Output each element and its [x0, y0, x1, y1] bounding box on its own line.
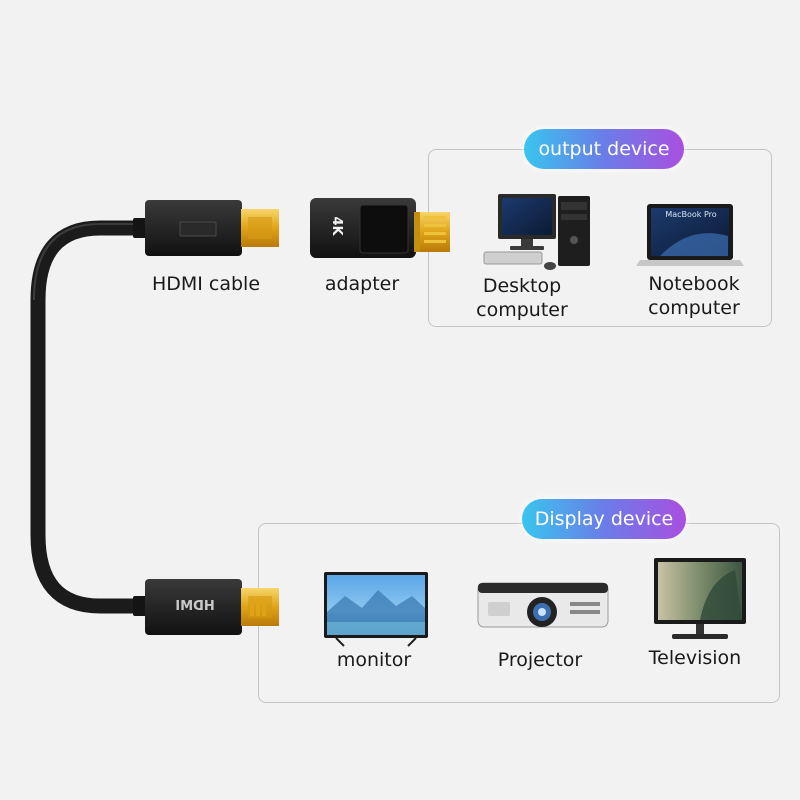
projector-icon: [478, 583, 608, 627]
adapter-label: adapter: [312, 272, 412, 296]
television-icon: [654, 558, 746, 639]
desktop-computer-icon: [484, 194, 590, 270]
laptop-screen-text: MacBook Pro: [652, 210, 730, 220]
display-device-title: Display device: [522, 499, 686, 539]
desktop-computer-label-line1: Desktop: [462, 274, 582, 298]
hdmi-cable-wire: [34, 224, 140, 606]
adapter-badge: 4K: [324, 208, 348, 244]
hdmi-plug-top-icon: [133, 200, 279, 256]
television-label: Television: [630, 646, 760, 670]
projector-label: Projector: [470, 648, 610, 672]
output-device-title: output device: [524, 129, 684, 169]
notebook-computer-label-line2: computer: [634, 296, 754, 320]
monitor-label: monitor: [314, 648, 434, 672]
desktop-computer-label-line2: computer: [462, 298, 582, 322]
hdmi-plug-text: HDMI: [170, 595, 220, 619]
monitor-icon: [324, 572, 428, 646]
notebook-computer-label-line1: Notebook: [634, 272, 754, 296]
hdmi-cable-label: HDMI cable: [138, 272, 274, 296]
